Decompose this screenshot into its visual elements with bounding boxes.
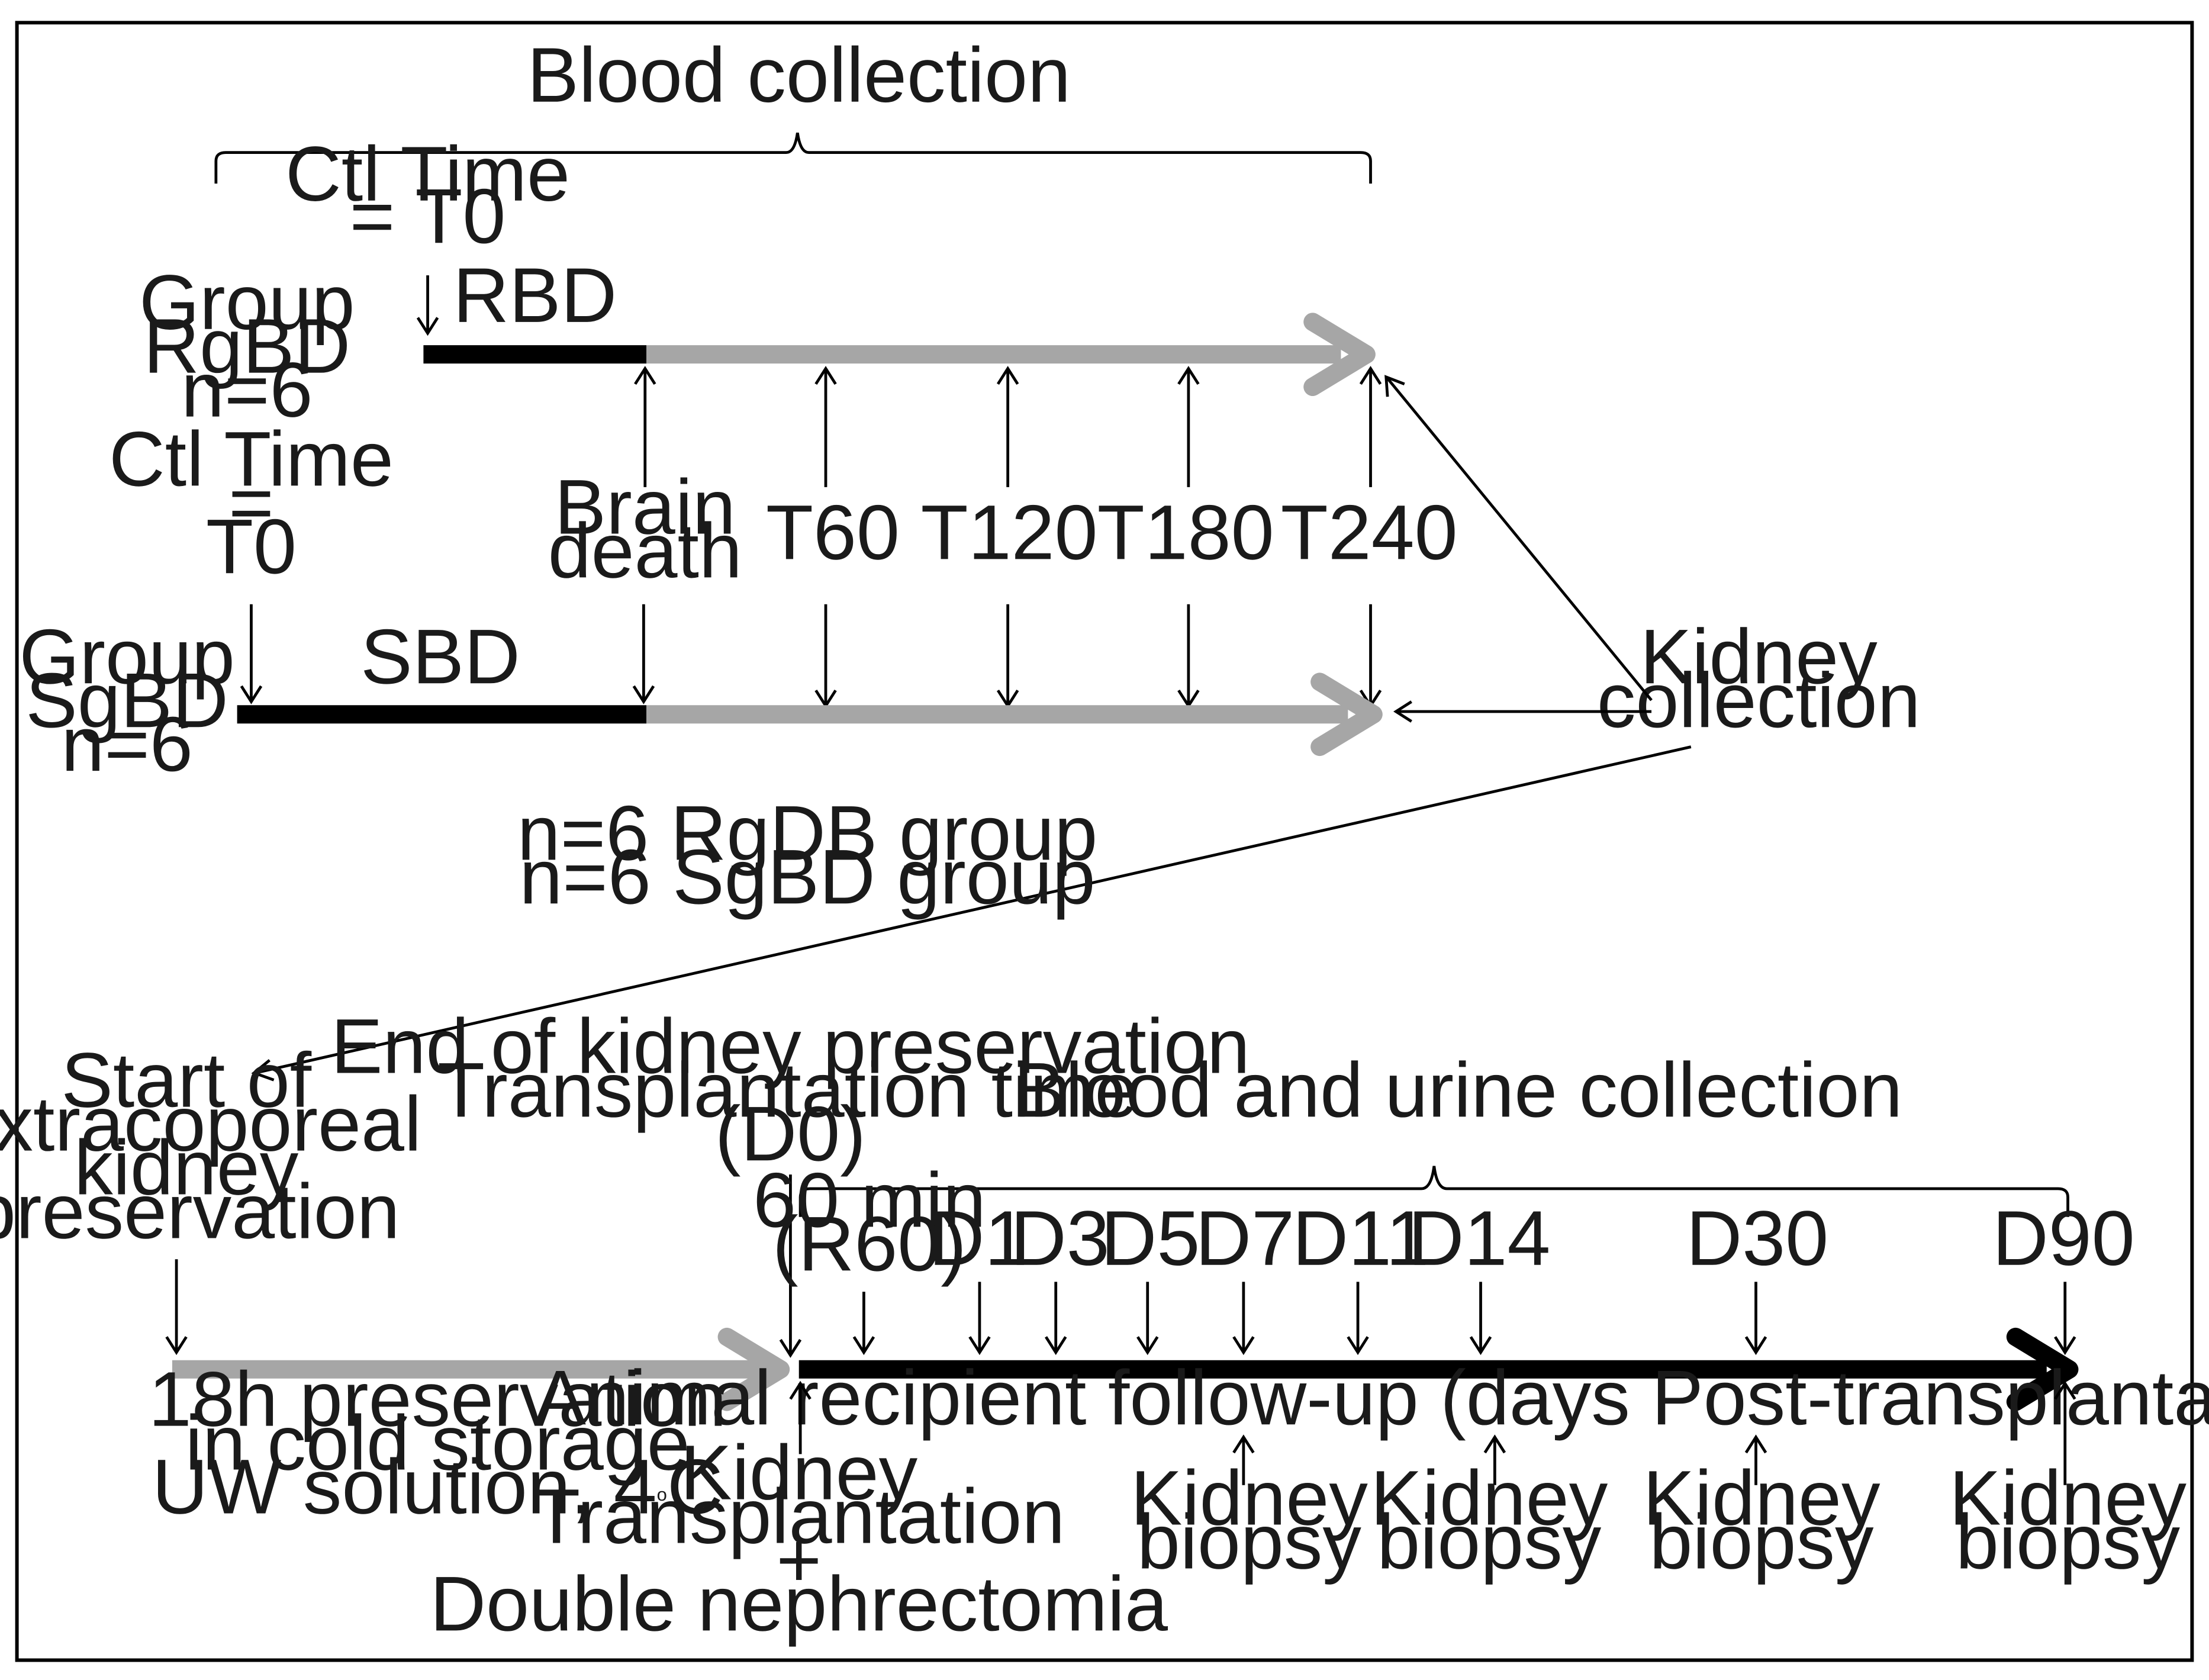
svg-text:collection: collection (1597, 656, 1921, 744)
svg-text:in cold storage: in cold storage (185, 1399, 690, 1486)
preservation-gray-arrowhead (717, 1327, 790, 1411)
start-preservation-arrow (165, 1259, 188, 1356)
d14-label: D14 (1408, 1195, 1551, 1282)
svg-text:death: death (548, 507, 742, 594)
svg-text:n=6: n=6 (181, 346, 313, 433)
start-preservation-label: Start of extracoporeal kidney preservati… (0, 1037, 421, 1255)
biopsy-label-d30: Kidney biopsy (1643, 1454, 1880, 1585)
transplantation-arrow (789, 1380, 812, 1454)
svg-text:n=6: n=6 (61, 700, 192, 787)
svg-text:SgBD: SgBD (25, 656, 228, 744)
svg-text:Kidney: Kidney (1640, 613, 1878, 700)
svg-text:Transplantation: Transplantation (533, 1473, 1065, 1560)
sgbd-gray-arrowhead (1310, 672, 1383, 757)
biopsy-label-d14: Kidney biopsy (1370, 1454, 1608, 1585)
svg-text:(D0): (D0) (715, 1090, 866, 1177)
svg-text:Brain: Brain (555, 464, 736, 551)
blood-collection-brace (214, 132, 1372, 184)
svg-text:n=6 RgDB group: n=6 RgDB group (517, 789, 1098, 876)
svg-text:extracoporeal: extracoporeal (0, 1080, 421, 1167)
svg-text:n=6 SgBD group: n=6 SgBD group (519, 833, 1095, 920)
blood-urine-brace (798, 1166, 2069, 1217)
rgbd-gray-arrowhead (1303, 313, 1376, 397)
svg-text:Double nephrectomia: Double nephrectomia (430, 1560, 1168, 1647)
kidney-collection-arrows (251, 375, 1692, 1082)
svg-text:preservation: preservation (0, 1167, 400, 1254)
rbd-label: RBD (453, 252, 617, 339)
d90-label: D90 (1992, 1195, 2135, 1282)
svg-text:Kidney: Kidney (1131, 1454, 1368, 1541)
svg-text:60 min: 60 min (753, 1156, 986, 1243)
svg-text:Kidney: Kidney (1370, 1454, 1608, 1541)
svg-text:(R60): (R60) (772, 1200, 967, 1287)
groups-note-label: n=6 RgDB group n=6 SgBD group (517, 789, 1098, 920)
svg-text:biopsy: biopsy (1956, 1498, 2181, 1585)
svg-text:Group: Group (19, 613, 234, 700)
rgbd-ctl-time-label: Ctl Time = T0 (285, 130, 570, 260)
biopsy-label-d90: Kidney biopsy (1949, 1454, 2187, 1585)
r60-label: 60 min (R60) (753, 1156, 986, 1287)
sgbd-group-label: Group SgBD n=6 (19, 613, 234, 787)
svg-text:biopsy: biopsy (1650, 1498, 1875, 1585)
svg-text:=: = (228, 459, 274, 546)
svg-text:biopsy: biopsy (1377, 1498, 1602, 1585)
day-arrows (852, 1282, 2076, 1356)
brain-death-label: Brain death (548, 464, 742, 594)
svg-text:+: + (776, 1516, 822, 1603)
svg-text:UW solution, 4oC: UW solution, 4oC (152, 1443, 723, 1530)
d5-label: D5 (1101, 1195, 1200, 1282)
blood-urine-label: Blood and urine collection (1013, 1046, 1902, 1133)
blood-collection-label: Blood collection (527, 31, 1071, 118)
follow-up-black-arrowhead (2006, 1327, 2079, 1411)
t240-label: T240 (1281, 488, 1458, 575)
t60-label: T60 (766, 488, 900, 575)
svg-text:T0: T0 (206, 503, 297, 590)
frame-border (15, 21, 2194, 1662)
rgbd-t0-arrow (416, 275, 439, 336)
end-preservation-label: End of kidney preservation Transplantati… (331, 1002, 1250, 1177)
d11-label: D11 (1292, 1195, 1429, 1282)
d1-label: D1 (929, 1195, 1028, 1282)
d3-label: D3 (1010, 1195, 1110, 1282)
svg-text:Kidney: Kidney (680, 1429, 917, 1516)
svg-text:biopsy: biopsy (1137, 1498, 1362, 1585)
biopsy-arrows (1232, 1380, 2076, 1485)
svg-text:Kidney: Kidney (1643, 1454, 1880, 1541)
svg-text:18h preservation: 18h preservation (149, 1356, 727, 1443)
svg-text:Group: Group (139, 259, 355, 346)
t180-label: T180 (1097, 488, 1274, 575)
d30-label: D30 (1686, 1195, 1829, 1282)
sgbd-ctl-time-label: Ctl Time = T0 (109, 415, 394, 590)
follow-up-label: Animal recipient follow-up (days Post-tr… (534, 1354, 2209, 1441)
svg-text:Kidney: Kidney (1949, 1454, 2187, 1541)
svg-text:Start of: Start of (61, 1037, 311, 1124)
preservation-label: 18h preservation in cold storage UW solu… (149, 1356, 727, 1530)
d0-arrow (779, 1174, 802, 1358)
d7-label: D7 (1195, 1195, 1295, 1282)
kidney-collection-label: Kidney collection (1597, 613, 1921, 744)
sbd-label: SBD (360, 613, 520, 700)
svg-text:End of kidney preservation: End of kidney preservation (331, 1002, 1250, 1089)
svg-text:RgBD: RgBD (143, 302, 350, 390)
svg-text:= T0: = T0 (350, 172, 506, 259)
svg-text:kidney: kidney (74, 1124, 299, 1211)
svg-text:Transplantation time: Transplantation time (437, 1046, 1138, 1133)
rgbd-timepoint-arrows (634, 366, 1382, 487)
biopsy-label-d7: Kidney biopsy (1131, 1454, 1368, 1585)
t120-label: T120 (921, 488, 1098, 575)
rgbd-group-label: Group RgBD n=6 (139, 259, 355, 433)
transplantation-label: Kidney Transplantation + Double nephrect… (430, 1429, 1168, 1647)
svg-text:Ctl Time: Ctl Time (109, 415, 394, 502)
svg-text:Ctl Time: Ctl Time (285, 130, 570, 217)
